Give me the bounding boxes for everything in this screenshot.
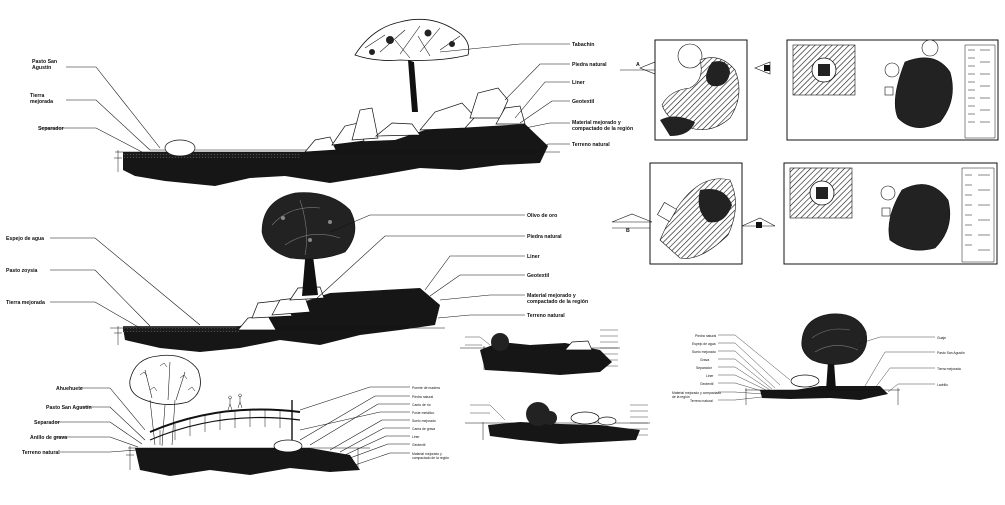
s6-label-piedra: Piedra natural — [695, 334, 716, 338]
section-1-soil — [123, 124, 548, 186]
s6-label-liner: Liner — [706, 374, 714, 378]
s3-label-canto: Canto de río — [412, 403, 431, 407]
s2-label-espejo: Espejo de agua — [6, 236, 44, 242]
section-5 — [465, 402, 650, 444]
s2-label-olivo: Olivo de oro — [527, 213, 557, 219]
key-plan-2 — [754, 39, 999, 141]
s6-label-geotextil: Geotextil — [700, 382, 714, 386]
s6-label-tierra: Tierra mejorada — [937, 367, 961, 371]
section-4 — [460, 329, 620, 375]
s3-label-poste: Poste metálico — [412, 411, 434, 415]
s6-label-ladrillo: Ladrillo — [937, 383, 948, 387]
s1-label-piedra: Piedra natural — [572, 62, 607, 68]
plan-marker-a: A — [636, 62, 640, 68]
section-6-soil — [760, 386, 888, 400]
s6-label-pasto: Pasto San Agustín — [937, 351, 965, 355]
section-2: Espejo de agua Pasto zoysia Tierra mejor… — [6, 192, 588, 352]
section-6: Piedra natural Espejo de agua Suelo mejo… — [672, 313, 965, 405]
key-plan-1: A — [620, 39, 748, 141]
s1-label-geotextil: Geotextil — [572, 99, 595, 105]
s1-label-terreno: Terreno natural — [572, 142, 610, 148]
s3-label-liner: Liner — [412, 435, 420, 439]
s3-label-cama: Cama de grava — [412, 427, 435, 431]
s1-label-separador: Separador — [38, 126, 64, 132]
section-1-tree — [354, 18, 470, 61]
s6-label-terreno: Terreno natural — [690, 399, 713, 403]
s6-label-separador: Separador — [696, 366, 713, 370]
plan-marker-b: B — [626, 228, 630, 234]
s3-label-geotextil: Geotextil — [412, 443, 426, 447]
s2-label-piedra: Piedra natural — [527, 234, 562, 240]
section-3: Ahuehuete Pasto San Agustín Separador An… — [22, 354, 449, 476]
s6-label-espejo: Espejo de agua — [692, 342, 716, 346]
section-2-soil — [123, 288, 440, 352]
section-3-tree — [129, 354, 201, 447]
s3-label-anillo: Anillo de grava — [30, 435, 67, 441]
s6-label-grava: Grava — [700, 358, 709, 362]
s6-label-suelo: Suelo mejorado — [692, 350, 716, 354]
key-plan-3: B — [611, 162, 776, 265]
s3-label-ahuehuete: Ahuehuete — [56, 386, 83, 392]
key-plan-4 — [783, 162, 998, 265]
s3-label-puente: Puente de madera — [412, 386, 440, 390]
s2-label-terreno: Terreno natural — [527, 313, 565, 319]
s6-label-guaje: Guaje — [937, 336, 946, 340]
s3-label-separador: Separador — [34, 420, 60, 426]
section-3-bridge — [149, 400, 301, 448]
s2-label-tierra: Tierra mejorada — [6, 300, 45, 306]
s2-label-liner: Liner — [527, 254, 540, 260]
s2-label-geotextil: Geotextil — [527, 273, 550, 279]
s3-label-piedra: Piedra natural — [412, 395, 433, 399]
section-3-soil — [135, 448, 360, 476]
s2-label-pasto: Pasto zoysia — [6, 268, 38, 274]
s1-label-liner: Liner — [572, 80, 585, 86]
s3-label-terreno: Terreno natural — [22, 450, 60, 456]
s3-label-pasto: Pasto San Agustín — [46, 405, 92, 411]
s3-label-suelo: Suelo mejorado — [412, 419, 436, 423]
s1-label-tabachin: Tabachín — [572, 42, 594, 48]
section-6-tree — [801, 313, 867, 365]
section-2-tree — [261, 192, 356, 260]
